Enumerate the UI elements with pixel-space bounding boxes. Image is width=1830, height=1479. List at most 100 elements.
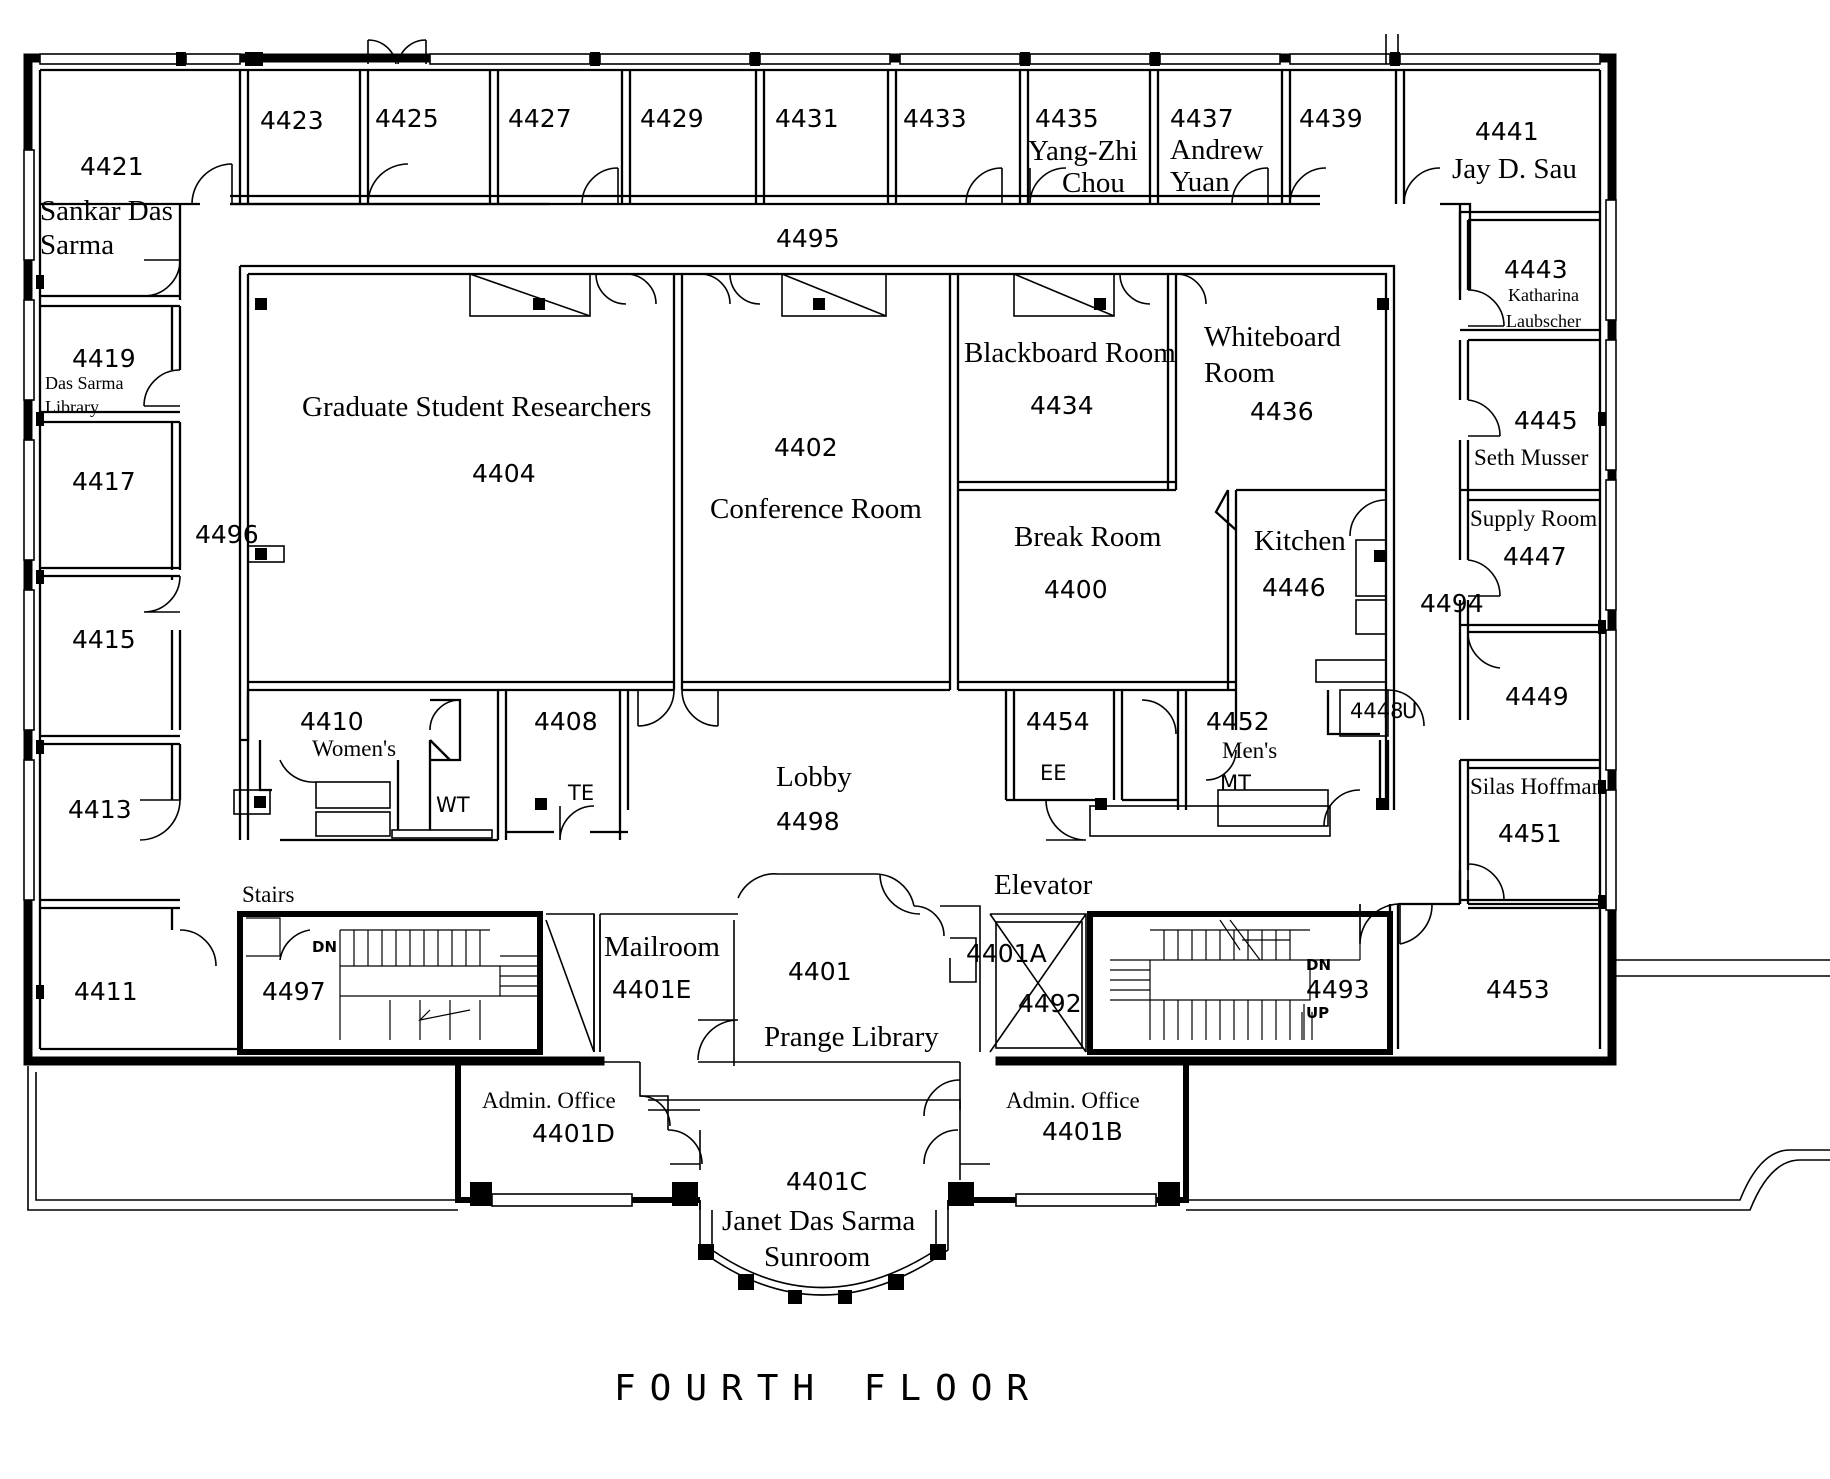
room-4404-number: 4404 <box>472 459 536 488</box>
room-4443-occupant-line2: Laubscher <box>1506 311 1581 331</box>
right-office-walls <box>1388 210 1600 1049</box>
room-4437-number: 4437 <box>1170 104 1234 133</box>
room-4419-number: 4419 <box>72 344 136 373</box>
room-4421-occupant-line1: Sankar Das <box>40 195 173 227</box>
room-4441-occupant: Jay D. Sau <box>1452 153 1577 185</box>
room-4417-number: 4417 <box>72 467 136 496</box>
room-4493-up: UP <box>1306 1004 1329 1022</box>
room-4411-number: 4411 <box>74 977 138 1006</box>
room-4454-number: 4454 <box>1026 707 1090 736</box>
room-4445-occupant: Seth Musser <box>1474 445 1589 470</box>
corridor-4495-number: 4495 <box>776 224 840 253</box>
room-4498-name: Lobby <box>776 761 852 793</box>
room-4402-number: 4402 <box>774 433 838 462</box>
room-4436-name-line2: Room <box>1204 357 1275 389</box>
room-4452-number: 4452 <box>1206 707 1270 736</box>
room-4497-number: 4497 <box>262 977 326 1006</box>
room-4410-number: 4410 <box>300 707 364 736</box>
room-4437-occupant-line2: Yuan <box>1170 166 1230 198</box>
room-4401C-name-line1: Janet Das Sarma <box>722 1205 915 1237</box>
room-4439-number: 4439 <box>1299 104 1363 133</box>
room-4435-number: 4435 <box>1035 104 1099 133</box>
room-4445-number: 4445 <box>1514 406 1578 435</box>
room-4415-number: 4415 <box>72 625 136 654</box>
side-windows <box>23 149 1617 999</box>
room-4410-name: Women's <box>312 736 396 761</box>
room-4449-number: 4449 <box>1505 682 1569 711</box>
room-4401D-number: 4401D <box>532 1119 615 1148</box>
plan-title: FOURTH FLOOR <box>614 1368 1042 1409</box>
room-4401E-name: Mailroom <box>604 931 720 963</box>
room-4443-occupant-line1: Katharina <box>1508 285 1579 305</box>
room-4453-number: 4453 <box>1486 975 1550 1004</box>
corridor-4494-number: 4494 <box>1420 589 1484 618</box>
room-4437-occupant-line1: Andrew <box>1170 134 1263 166</box>
room-4421-number: 4421 <box>80 152 144 181</box>
room-4433-number: 4433 <box>903 104 967 133</box>
room-4451-number: 4451 <box>1498 819 1562 848</box>
room-4427-number: 4427 <box>508 104 572 133</box>
room-4452-name: Men's <box>1222 738 1277 763</box>
room-4404-name: Graduate Student Researchers <box>302 391 651 423</box>
room-4446-name: Kitchen <box>1254 525 1346 557</box>
room-4452-sub: MT <box>1220 771 1251 795</box>
room-4493-dn: DN <box>1306 956 1331 974</box>
corridor-4496-number: 4496 <box>195 520 259 549</box>
room-4431-number: 4431 <box>775 104 839 133</box>
left-office-walls <box>40 259 217 967</box>
room-4400-number: 4400 <box>1044 575 1108 604</box>
room-4401B-name: Admin. Office <box>1006 1088 1140 1113</box>
room-4413-number: 4413 <box>68 795 132 824</box>
room-4401A-number: 4401A <box>966 939 1047 968</box>
room-4423-number: 4423 <box>260 106 324 135</box>
room-4446-number: 4446 <box>1262 573 1326 602</box>
room-4401D-name: Admin. Office <box>482 1088 616 1113</box>
room-4434-number: 4434 <box>1030 391 1094 420</box>
room-4497-dn: DN <box>312 938 337 956</box>
room-4410-sub: WT <box>436 793 470 817</box>
room-4429-number: 4429 <box>640 104 704 133</box>
room-4497-name: Stairs <box>242 882 294 907</box>
top-office-walls <box>40 70 1441 300</box>
room-4492-name: Elevator <box>994 869 1093 901</box>
room-4435-occupant-line1: Yang-Zhi <box>1028 135 1138 167</box>
room-4436-number: 4436 <box>1250 397 1314 426</box>
central-block-walls <box>238 264 1396 840</box>
room-4401E-number: 4401E <box>612 975 691 1004</box>
room-4434-name: Blackboard Room <box>964 337 1176 369</box>
room-4436-name-line1: Whiteboard <box>1204 321 1341 353</box>
room-4408-number: 4408 <box>534 707 598 736</box>
room-4400-name: Break Room <box>1014 521 1162 553</box>
lower-band-walls <box>237 870 1470 1066</box>
room-4448-suffix: U <box>1402 699 1417 723</box>
room-4454-sub: EE <box>1040 761 1067 785</box>
room-4401-number: 4401 <box>788 957 852 986</box>
room-4441-number: 4441 <box>1475 117 1539 146</box>
room-4401C-name-line2: Sunroom <box>764 1241 871 1273</box>
stairs-4497 <box>246 917 540 1040</box>
room-4435-occupant-line2: Chou <box>1062 167 1125 199</box>
room-4421-occupant-line2: Sarma <box>40 229 114 261</box>
room-4498-number: 4498 <box>776 807 840 836</box>
stairs-4493 <box>1110 904 1361 1040</box>
exterior-terraces <box>27 959 1830 1211</box>
room-labels: 4423 4425 4427 4429 4431 4433 4435 Yang-… <box>40 104 1604 1273</box>
room-4419-name-line1: Das Sarma <box>45 373 123 393</box>
restroom-walls <box>233 689 1425 842</box>
room-4419-name-line2: Library <box>45 397 99 417</box>
top-windows <box>39 34 1601 66</box>
room-4447-number: 4447 <box>1503 542 1567 571</box>
room-4402-name: Conference Room <box>710 493 922 525</box>
room-4448-number: 4448 <box>1350 699 1403 723</box>
room-4425-number: 4425 <box>375 104 439 133</box>
room-4401-name: Prange Library <box>764 1021 939 1053</box>
room-4493-number: 4493 <box>1306 975 1370 1004</box>
room-4408-sub: TE <box>567 781 594 805</box>
room-4451-occupant: Silas Hoffman <box>1470 774 1604 799</box>
room-4401C-number: 4401C <box>786 1167 867 1196</box>
room-4401B-number: 4401B <box>1042 1117 1123 1146</box>
room-4447-name: Supply Room <box>1470 506 1597 531</box>
room-4443-number: 4443 <box>1504 255 1568 284</box>
room-4492-number: 4492 <box>1018 989 1082 1018</box>
